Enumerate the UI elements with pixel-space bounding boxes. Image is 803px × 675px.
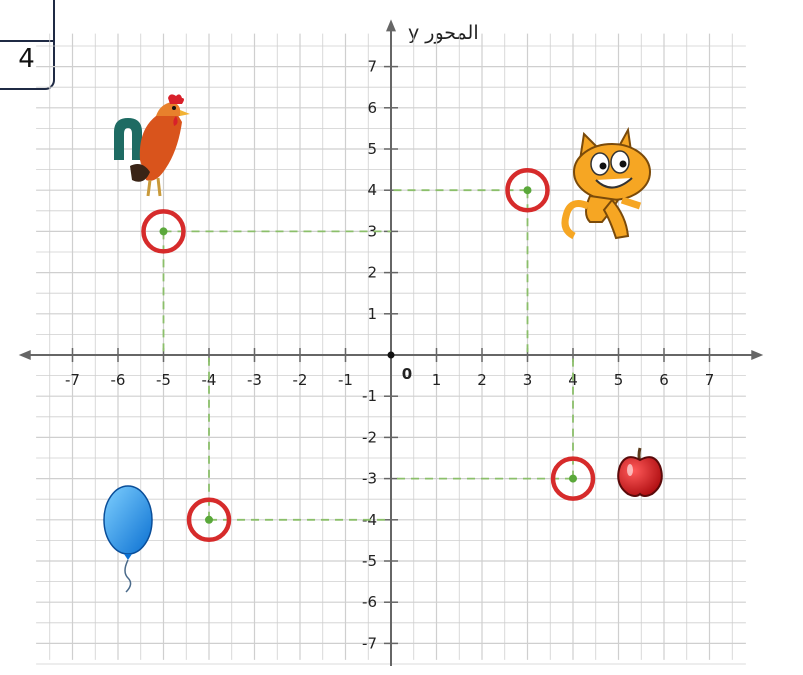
x-tick-label: -7 [65,371,80,389]
data-point [524,186,532,194]
x-tick-label: 1 [432,371,442,389]
x-tick-label: 6 [659,371,669,389]
y-tick-label: -7 [362,634,377,652]
balloon-icon [104,486,152,592]
x-axis-arrow-right [751,350,763,360]
y-tick-label: 1 [367,305,377,323]
data-point [569,475,577,483]
rooster-icon [114,94,190,196]
x-tick-label: -6 [111,371,126,389]
y-tick-label: -6 [362,593,377,611]
axes [19,19,764,666]
y-tick-label: 6 [367,99,377,117]
x-tick-label: 3 [523,371,533,389]
origin-dot [388,352,395,359]
y-tick-label: 2 [367,264,377,282]
x-tick-label: 2 [477,371,487,389]
x-tick-label: -3 [247,371,262,389]
y-tick-label: -2 [362,428,377,446]
origin-label: 0 [402,365,412,383]
cat-icon [565,130,650,238]
x-tick-label: 7 [705,371,715,389]
x-axis-arrow-left [19,350,31,360]
y-tick-label: -3 [362,470,377,488]
data-point [205,516,213,524]
x-tick-label: -1 [338,371,353,389]
y-tick-label: 4 [367,181,377,199]
y-tick-label: 7 [367,58,377,76]
x-tick-label: 5 [614,371,624,389]
apple-icon [618,448,662,496]
x-tick-label: -5 [156,371,171,389]
y-axis-arrow-up [386,19,396,31]
x-tick-label: -2 [293,371,308,389]
data-point [160,227,168,235]
y-tick-label: 5 [367,140,377,158]
y-tick-label: -1 [362,387,377,405]
y-tick-label: -5 [362,552,377,570]
